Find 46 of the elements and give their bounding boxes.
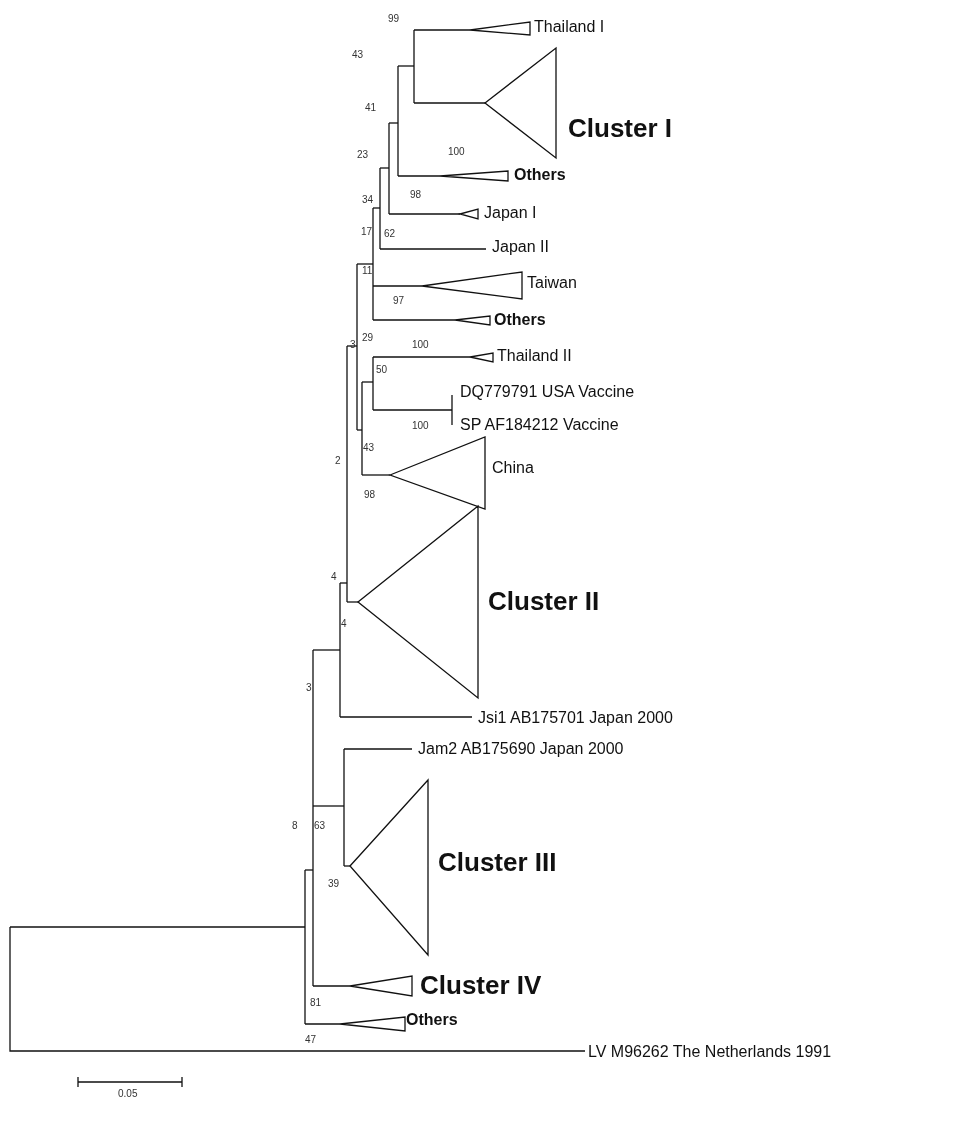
cluster-label: Cluster I — [568, 115, 673, 141]
bootstrap-value: 81 — [310, 998, 322, 1008]
bootstrap-value: 43 — [352, 50, 364, 60]
bootstrap-value: 29 — [362, 333, 374, 343]
bootstrap-value: 34 — [362, 195, 374, 205]
cluster-label: Cluster III — [438, 849, 557, 875]
taxon-label: Thailand II — [497, 348, 572, 364]
taxon-label: SP AF184212 Vaccine — [460, 417, 619, 433]
taxon-label: Taiwan — [527, 275, 577, 291]
bootstrap-value: 17 — [361, 227, 373, 237]
bootstrap-value: 11 — [362, 266, 373, 276]
bootstrap-value: 62 — [384, 229, 396, 239]
bootstrap-value: 39 — [328, 879, 340, 889]
taxon-label: Others — [494, 312, 546, 328]
scale-value: 0.05 — [118, 1089, 138, 1099]
bootstrap-value: 100 — [412, 340, 429, 350]
taxon-label: LV M96262 The Netherlands 1991 — [588, 1044, 832, 1060]
bootstrap-value: 50 — [376, 365, 388, 375]
taxon-label: China — [492, 460, 534, 476]
bootstrap-value: 8 — [292, 821, 298, 831]
bootstrap-value: 4 — [331, 572, 337, 582]
bootstrap-value: 3 — [350, 340, 356, 350]
bootstrap-value: 4 — [341, 619, 347, 629]
bootstrap-value: 97 — [393, 296, 405, 306]
taxon-label: DQ779791 USA Vaccine — [460, 384, 635, 400]
bootstrap-value: 23 — [357, 150, 369, 160]
bootstrap-value: 99 — [388, 14, 400, 24]
bootstrap-value: 63 — [314, 821, 326, 831]
bootstrap-value: 2 — [335, 456, 341, 466]
bootstrap-value: 98 — [364, 490, 376, 500]
bootstrap-value: 43 — [363, 443, 375, 453]
bootstrap-value: 47 — [305, 1035, 317, 1045]
bootstrap-value: 3 — [306, 683, 312, 693]
bootstrap-value: 100 — [448, 147, 465, 157]
bootstrap-value: 41 — [365, 103, 377, 113]
cluster-label: Cluster IV — [420, 972, 542, 998]
cluster-label: Cluster II — [488, 588, 600, 614]
taxon-label: Others — [406, 1012, 458, 1028]
bootstrap-value: 100 — [412, 421, 429, 431]
taxon-label: Japan I — [484, 205, 537, 221]
taxon-label: Japan II — [492, 239, 549, 255]
taxon-label: Others — [514, 167, 566, 183]
bootstrap-value: 98 — [410, 190, 422, 200]
taxon-label: Jam2 AB175690 Japan 2000 — [418, 741, 624, 757]
taxon-label: Thailand I — [534, 19, 605, 35]
taxon-label: Jsi1 AB175701 Japan 2000 — [478, 710, 673, 726]
